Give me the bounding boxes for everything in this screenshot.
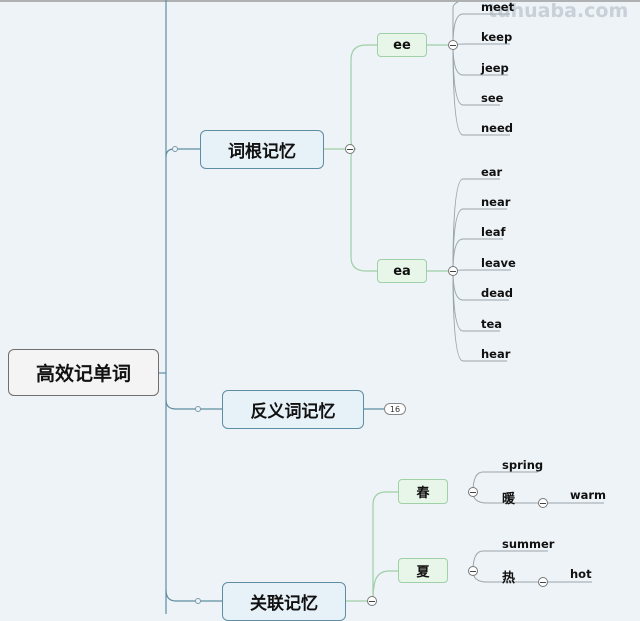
subtopic-summer[interactable]: 夏 — [398, 558, 448, 583]
leaf-word[interactable]: warm — [570, 488, 607, 502]
collapse-toggle-icon[interactable] — [367, 596, 377, 606]
collapsed-count-badge[interactable]: 16 — [384, 403, 406, 415]
collapse-toggle-icon[interactable] — [448, 40, 458, 50]
leaf-word[interactable]: tea — [481, 317, 503, 331]
leaf-word[interactable]: ear — [481, 165, 503, 179]
leaf-word[interactable]: leaf — [481, 225, 506, 239]
leaf-word[interactable]: hot — [570, 567, 592, 581]
collapse-toggle-icon[interactable] — [345, 144, 355, 154]
leaf-word[interactable]: jeep — [481, 61, 509, 75]
leaf-word[interactable]: meet — [481, 0, 515, 14]
branch-anchor-dot — [172, 146, 178, 152]
leaf-word[interactable]: need — [481, 121, 514, 135]
branch-anchor-dot — [195, 406, 201, 412]
collapse-toggle-icon[interactable] — [468, 487, 478, 497]
branch-antonym-memory[interactable]: 反义词记忆 — [222, 390, 364, 429]
leaf-word[interactable]: summer — [502, 537, 555, 551]
leaf-word[interactable]: dead — [481, 286, 514, 300]
collapse-toggle-icon[interactable] — [448, 266, 458, 276]
leaf-word[interactable]: see — [481, 91, 504, 105]
collapse-toggle-icon[interactable] — [468, 566, 478, 576]
leaf-word[interactable]: keep — [481, 30, 513, 44]
leaf-word[interactable]: spring — [502, 458, 544, 472]
subtopic-spring[interactable]: 春 — [398, 479, 448, 504]
leaf-word[interactable]: hear — [481, 347, 511, 361]
collapse-toggle-icon[interactable] — [538, 577, 548, 587]
branch-root-memory[interactable]: 词根记忆 — [200, 130, 324, 169]
branch-association-memory[interactable]: 关联记忆 — [222, 582, 346, 621]
collapse-toggle-icon[interactable] — [538, 498, 548, 508]
root-topic[interactable]: 高效记单词 — [8, 349, 159, 396]
watermark-text: tuhuaba.com — [488, 0, 629, 22]
leaf-word[interactable]: 热 — [502, 571, 516, 586]
subtopic-ee[interactable]: ee — [377, 33, 427, 57]
leaf-word[interactable]: 暖 — [502, 492, 516, 507]
subtopic-ea[interactable]: ea — [377, 259, 427, 283]
leaf-word[interactable]: leave — [481, 256, 516, 270]
leaf-word[interactable]: near — [481, 195, 511, 209]
branch-anchor-dot — [195, 598, 201, 604]
